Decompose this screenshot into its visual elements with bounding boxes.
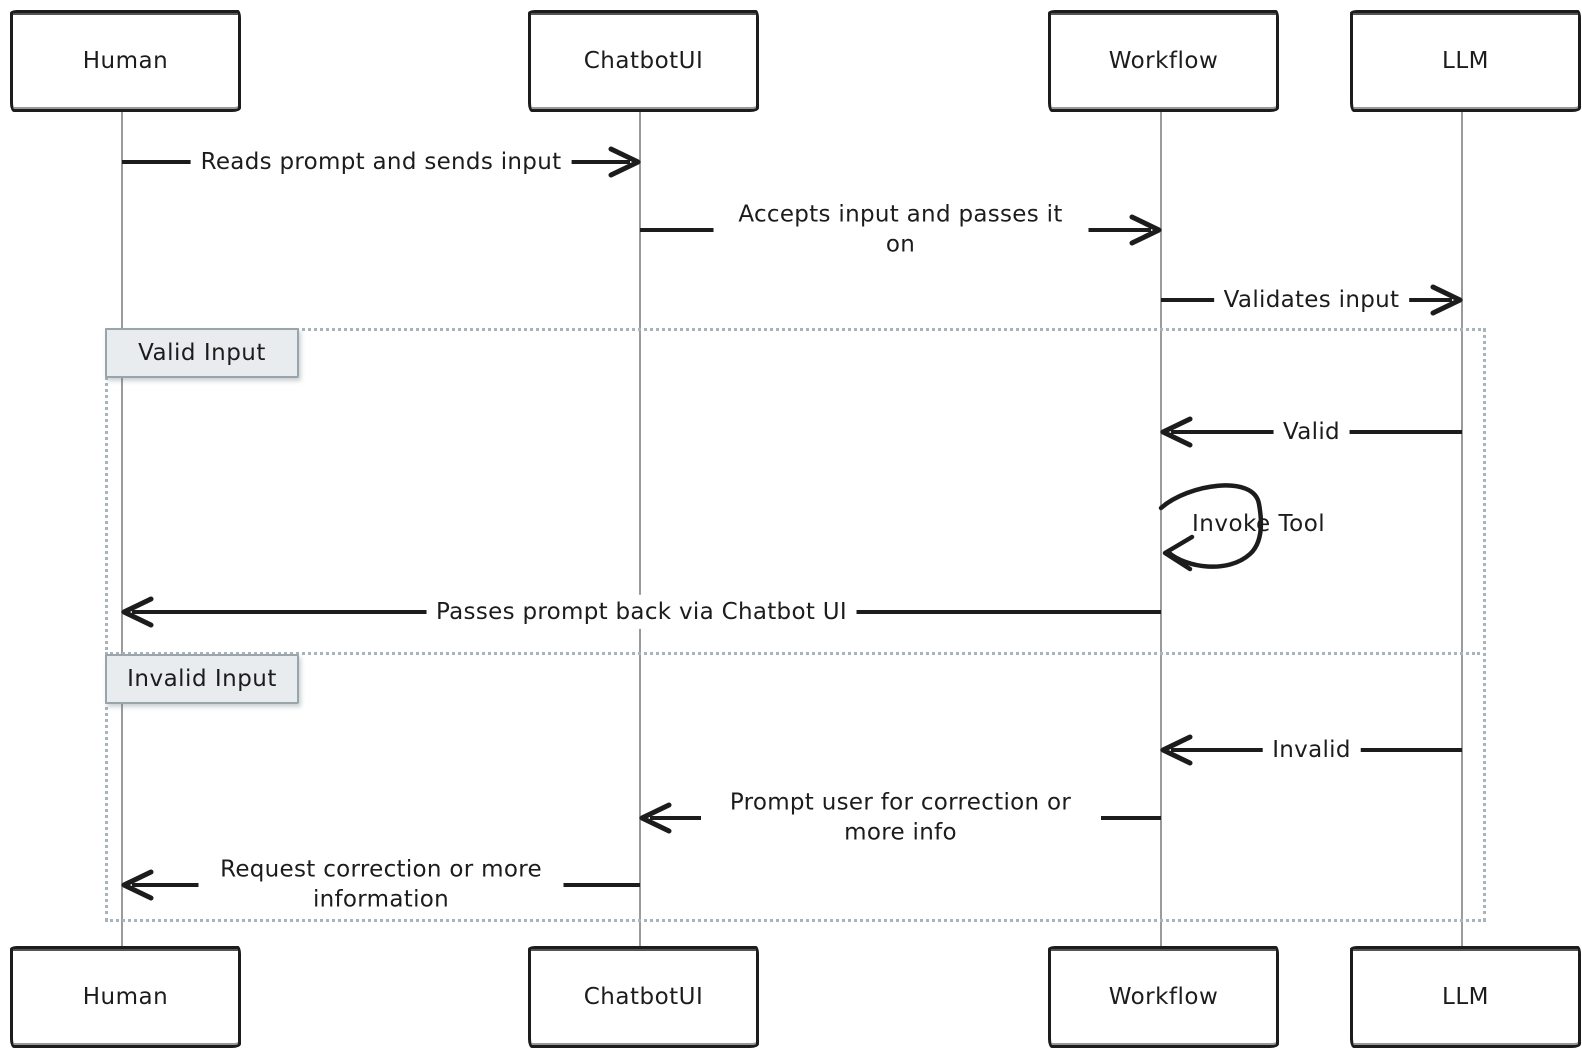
lifeline-workflow xyxy=(1160,106,1162,946)
actor-workflow-top: Workflow xyxy=(1048,10,1279,112)
message-label: Invalid xyxy=(1262,732,1361,768)
actor-name: ChatbotUI xyxy=(583,48,704,74)
actor-workflow-bottom: Workflow xyxy=(1048,946,1279,1048)
lifeline-human xyxy=(121,106,123,946)
lifeline-llm xyxy=(1461,106,1463,946)
arrow-head-icon xyxy=(1160,734,1193,766)
actor-name: Human xyxy=(82,48,169,74)
frame-label-invalid-input: Invalid Input xyxy=(105,654,299,704)
message-label: Reads prompt and sends input xyxy=(190,144,572,180)
frame-label-valid-input: Valid Input xyxy=(105,328,299,378)
message-label: Request correction or more information xyxy=(198,852,564,918)
actor-name: ChatbotUI xyxy=(583,984,704,1010)
message-label: Valid xyxy=(1273,414,1350,450)
message-label: Prompt user for correction or more info xyxy=(700,785,1101,851)
arrow-head-icon xyxy=(1430,284,1463,316)
arrow-head-icon xyxy=(1160,416,1193,448)
actor-name: Human xyxy=(82,984,169,1010)
arrow-head-icon xyxy=(121,596,154,628)
actor-name: Workflow xyxy=(1108,984,1219,1010)
self-loop-arrow xyxy=(1158,483,1264,572)
frame-label-text: Valid Input xyxy=(138,340,266,366)
actor-human-bottom: Human xyxy=(10,946,241,1048)
alt-frame-divider xyxy=(105,652,1480,655)
alt-frame xyxy=(105,328,1486,922)
arrow-head-icon xyxy=(608,146,641,178)
arrow-head-icon xyxy=(1129,214,1162,246)
actor-name: LLM xyxy=(1442,48,1489,74)
self-message-invoke-tool: Invoke Tool xyxy=(1192,511,1326,537)
arrow-head-icon xyxy=(639,802,672,834)
message-label: Passes prompt back via Chatbot UI xyxy=(426,594,857,630)
lifeline-chatbotui xyxy=(639,106,641,946)
actor-human-top: Human xyxy=(10,10,241,112)
message-label: Accepts input and passes it on xyxy=(713,197,1088,263)
frame-label-text: Invalid Input xyxy=(127,666,277,692)
actor-name: LLM xyxy=(1442,984,1489,1010)
actor-name: Workflow xyxy=(1108,48,1219,74)
actor-chatbotui-top: ChatbotUI xyxy=(528,10,759,112)
arrow-head-icon xyxy=(121,869,154,901)
actor-llm-top: LLM xyxy=(1350,10,1581,112)
message-label: Validates input xyxy=(1213,282,1410,318)
actor-llm-bottom: LLM xyxy=(1350,946,1581,1048)
actor-chatbotui-bottom: ChatbotUI xyxy=(528,946,759,1048)
